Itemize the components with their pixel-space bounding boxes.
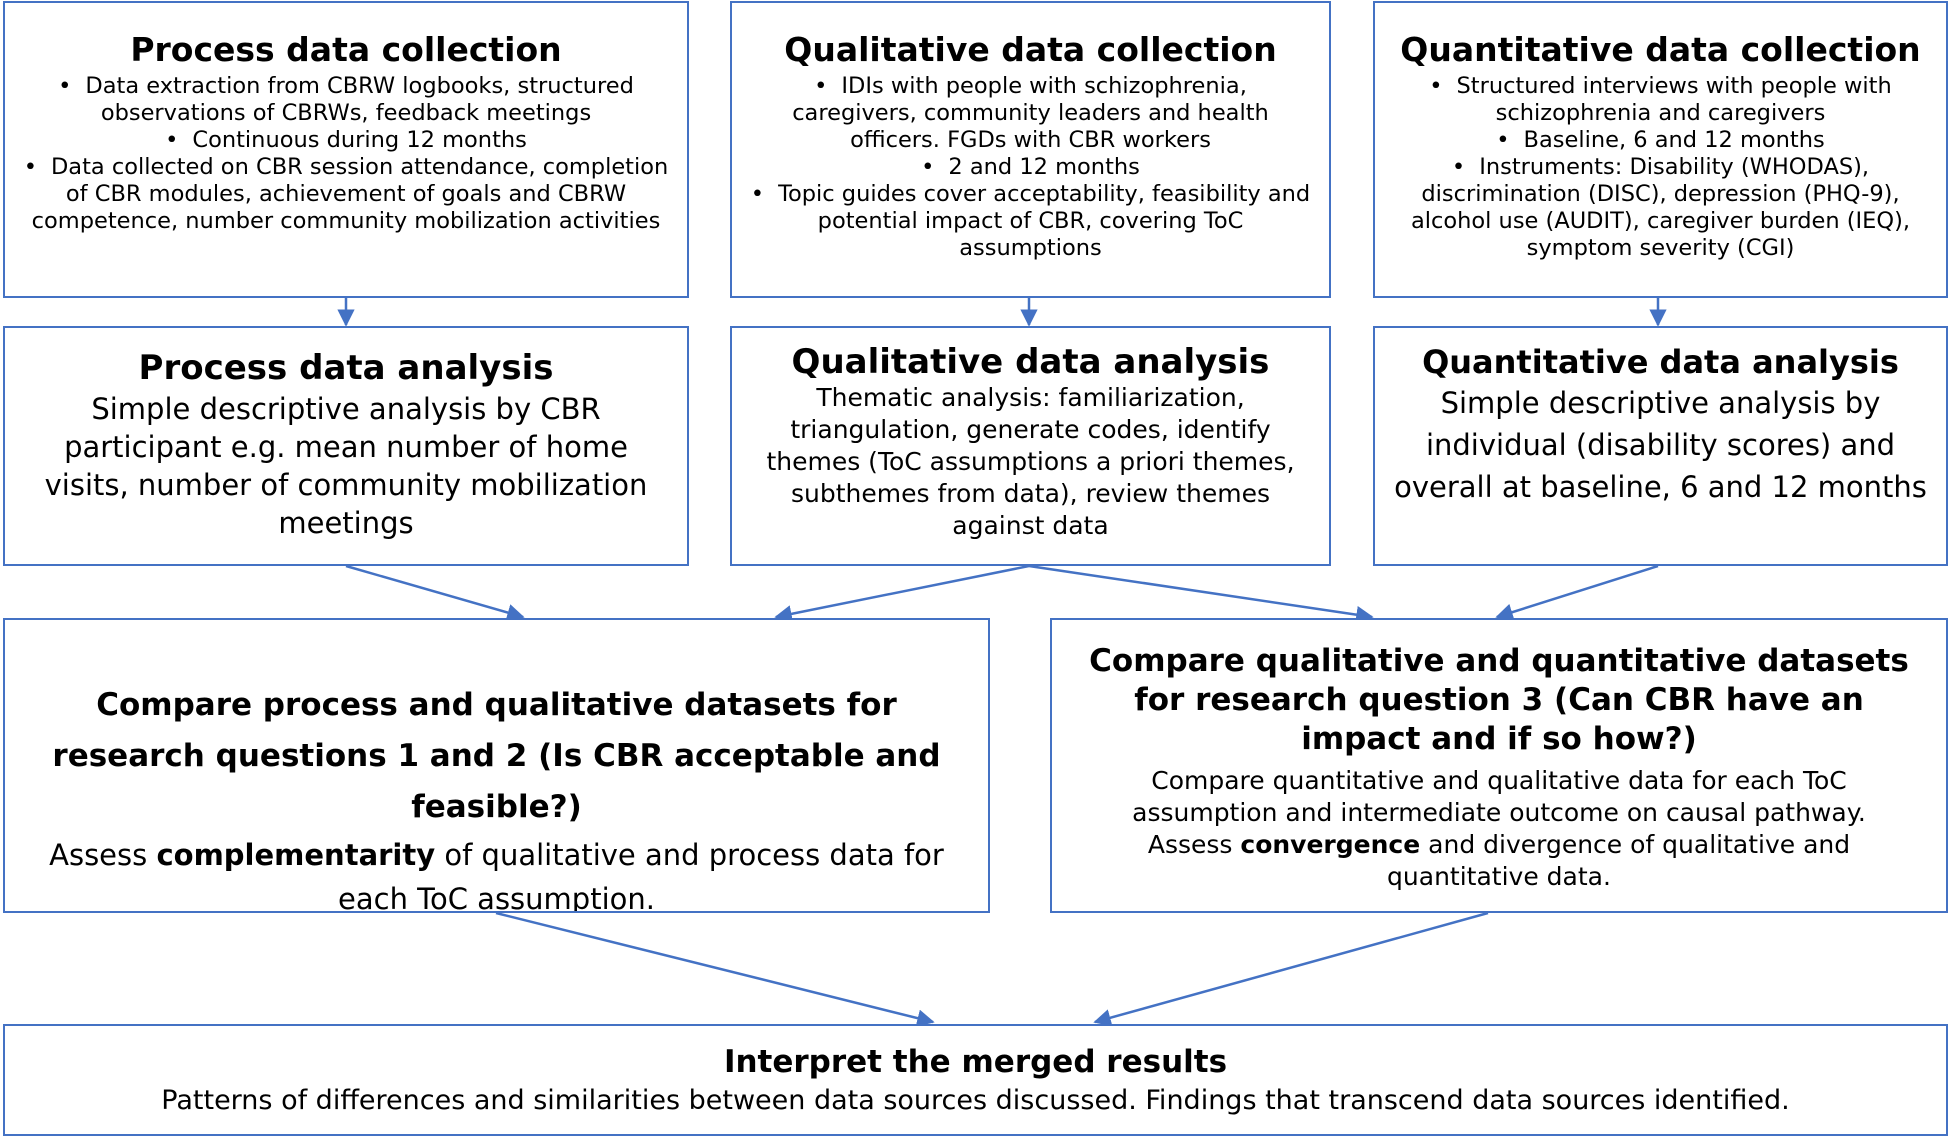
compare-right-text-2: Assess convergence and divergence of qua… [1052,829,1946,893]
process-collection-title: Process data collection [130,30,562,69]
compare-left-text-after: of qualitative and process data for each… [338,838,944,913]
quantitative-collection-title: Quantitative data collection [1400,30,1921,69]
bullet-item: Data extraction from CBRW logbooks, stru… [23,73,669,127]
arrow-quant-analysis-to-compare-right [1495,564,1659,621]
qualitative-data-analysis-box: Qualitative data analysis Thematic analy… [730,326,1331,566]
bullet-item: Instruments: Disability (WHODAS), discri… [1393,154,1928,262]
bullet-item: 2 and 12 months [750,154,1311,181]
compare-right-text-1: Compare quantitative and qualitative dat… [1132,766,1866,827]
qualitative-collection-title: Qualitative data collection [784,30,1277,69]
qualitative-analysis-title: Qualitative data analysis [791,342,1270,382]
final-title: Interpret the merged results [723,1044,1228,1080]
process-data-analysis-box: Process data analysis Simple descriptive… [3,326,689,566]
compare-qualitative-quantitative-box: Compare qualitative and quantitative dat… [1050,618,1948,913]
bullet-item: Structured interviews with people with s… [1393,73,1928,127]
bullet-item: Topic guides cover acceptability, feasib… [750,181,1311,262]
arrow-process-analysis-to-compare-left [345,564,525,622]
bullet-item: Data collected on CBR session attendance… [23,154,669,235]
final-text: Patterns of differences and similarities… [161,1085,1790,1116]
process-analysis-text: Simple descriptive analysis by CBR parti… [44,392,648,540]
bullet-item: Continuous during 12 months [23,127,669,154]
quantitative-analysis-text: Simple descriptive analysis by individua… [1394,386,1927,504]
arrow-qual-analysis-to-compare-left [774,564,1030,623]
interpret-merged-results-box: Interpret the merged results Patterns of… [3,1024,1948,1136]
bullet-item: IDIs with people with schizophrenia, car… [750,73,1311,154]
qualitative-collection-bullets: IDIs with people with schizophrenia, car… [732,73,1329,262]
arrow-compare-left-to-final [495,911,935,1027]
process-analysis-title: Process data analysis [138,348,554,388]
qualitative-data-collection-box: Qualitative data collection IDIs with pe… [730,1,1331,298]
convergence-term: convergence [1240,830,1421,859]
arrow-qual-analysis-to-compare-right [1028,564,1374,624]
bullet-item: Baseline, 6 and 12 months [1393,127,1928,154]
compare-right-title: Compare qualitative and quantitative dat… [1089,643,1909,757]
arrow-compare-right-to-final [1093,911,1489,1027]
process-collection-bullets: Data extraction from CBRW logbooks, stru… [5,73,687,235]
complementarity-term: complementarity [156,838,436,872]
compare-right-text-before: Assess [1147,830,1241,859]
process-data-collection-box: Process data collection Data extraction … [3,1,689,298]
quantitative-analysis-title: Quantitative data analysis [1422,343,1899,381]
quantitative-data-collection-box: Quantitative data collection Structured … [1373,1,1948,298]
compare-left-text: Assess complementarity of qualitative an… [5,833,988,913]
compare-right-text-after: and divergence of qualitative and quanti… [1387,830,1851,891]
qualitative-analysis-text: Thematic analysis: familiarization, tria… [766,383,1295,540]
compare-process-qualitative-box: Compare process and qualitative datasets… [3,618,990,913]
compare-left-title: Compare process and qualitative datasets… [52,687,941,825]
compare-left-text-before: Assess [49,838,157,872]
quantitative-collection-bullets: Structured interviews with people with s… [1375,73,1946,262]
quantitative-data-analysis-box: Quantitative data analysis Simple descri… [1373,326,1948,566]
